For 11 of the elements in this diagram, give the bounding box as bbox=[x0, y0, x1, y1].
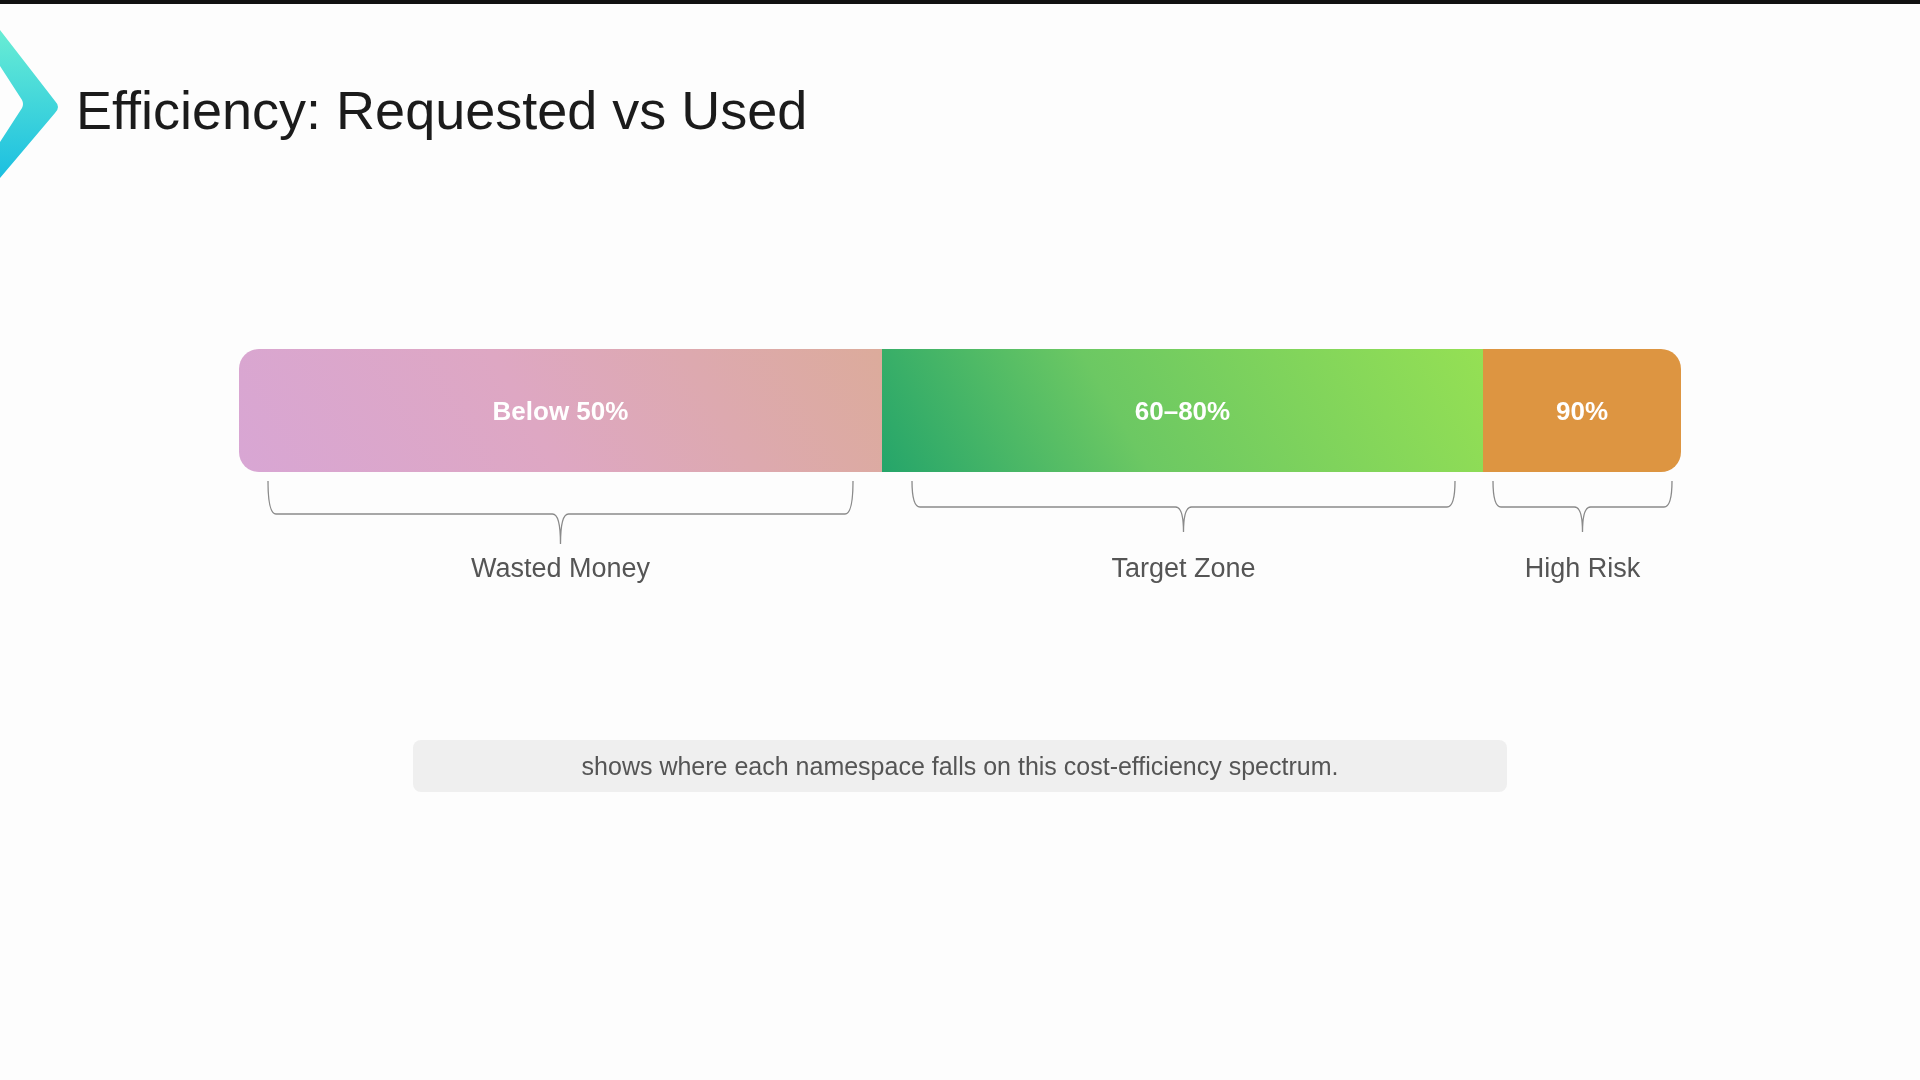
bar-segment bbox=[239, 349, 882, 472]
segment-caption: Wasted Money bbox=[470, 552, 651, 585]
percentage-label: 60–80% bbox=[1134, 394, 1231, 427]
segment-caption: High Risk bbox=[1524, 552, 1641, 585]
segment-caption: Target Zone bbox=[1111, 552, 1256, 585]
bar-segment bbox=[882, 349, 1483, 472]
percentage-label: Below 50% bbox=[492, 394, 629, 427]
slide-title: Efficiency: Requested vs Used bbox=[76, 79, 808, 142]
note-text: shows where each namespace falls on this cost-efficiency spectrum. bbox=[581, 751, 1339, 782]
percentage-label: 90% bbox=[1555, 394, 1608, 427]
bar-segment bbox=[1483, 349, 1681, 472]
